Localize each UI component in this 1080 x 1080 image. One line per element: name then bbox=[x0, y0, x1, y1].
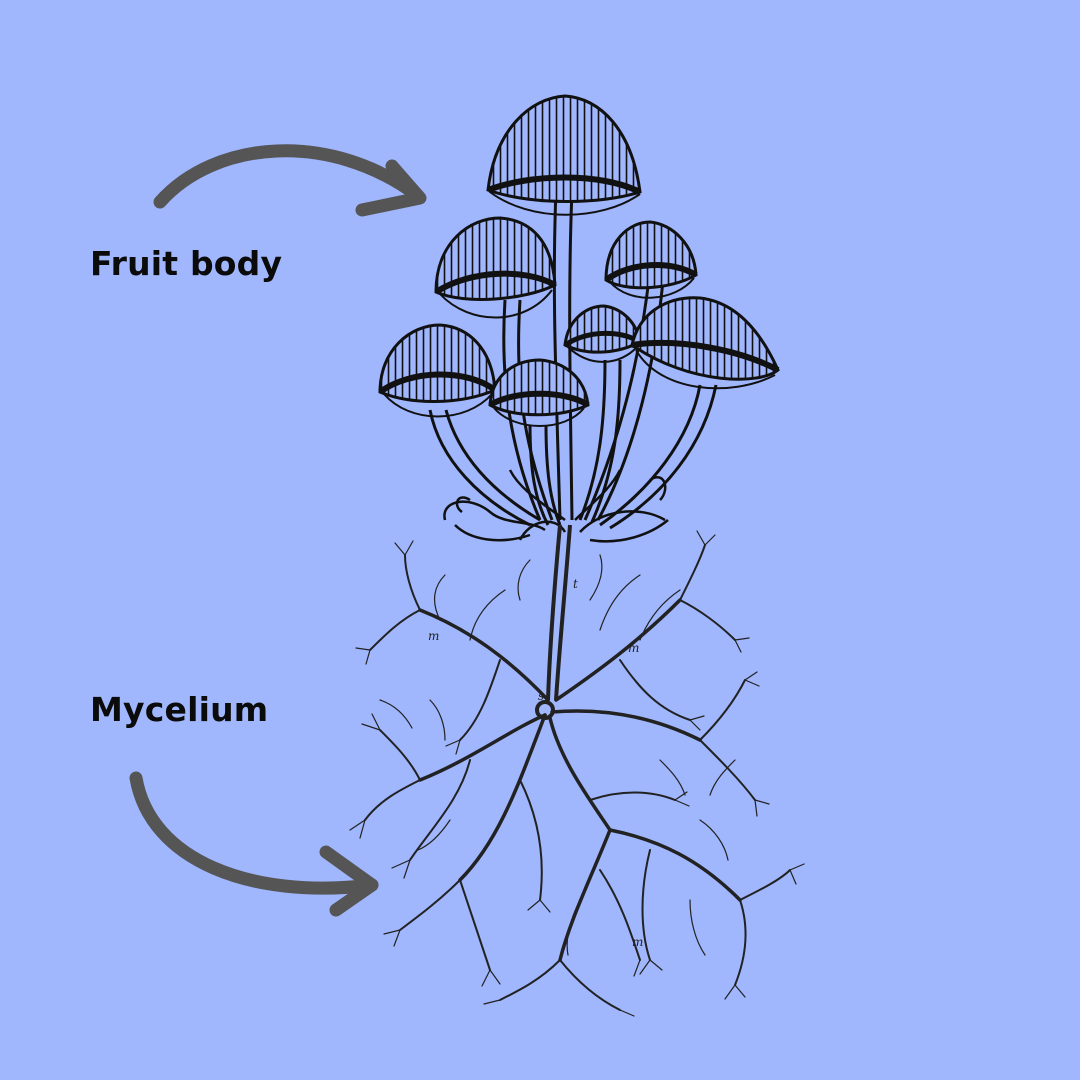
annotation-letters: t s m m m bbox=[428, 577, 643, 949]
curved-arrow-right-icon bbox=[153, 144, 427, 217]
curved-arrow-down-right-icon bbox=[129, 771, 379, 917]
stem-annotation: t bbox=[573, 577, 578, 591]
mycelium-annotation: m bbox=[628, 641, 639, 655]
mycelium-network bbox=[349, 530, 805, 1017]
base-leaves bbox=[443, 469, 669, 543]
mycelium-annotation: m bbox=[632, 935, 643, 949]
fruit-body-label: Fruit body bbox=[90, 244, 283, 283]
mushroom-caps bbox=[378, 94, 780, 427]
mycelium-annotation: m bbox=[428, 629, 439, 643]
mycelium-label: Mycelium bbox=[90, 690, 269, 729]
spore-annotation: s bbox=[538, 689, 544, 703]
